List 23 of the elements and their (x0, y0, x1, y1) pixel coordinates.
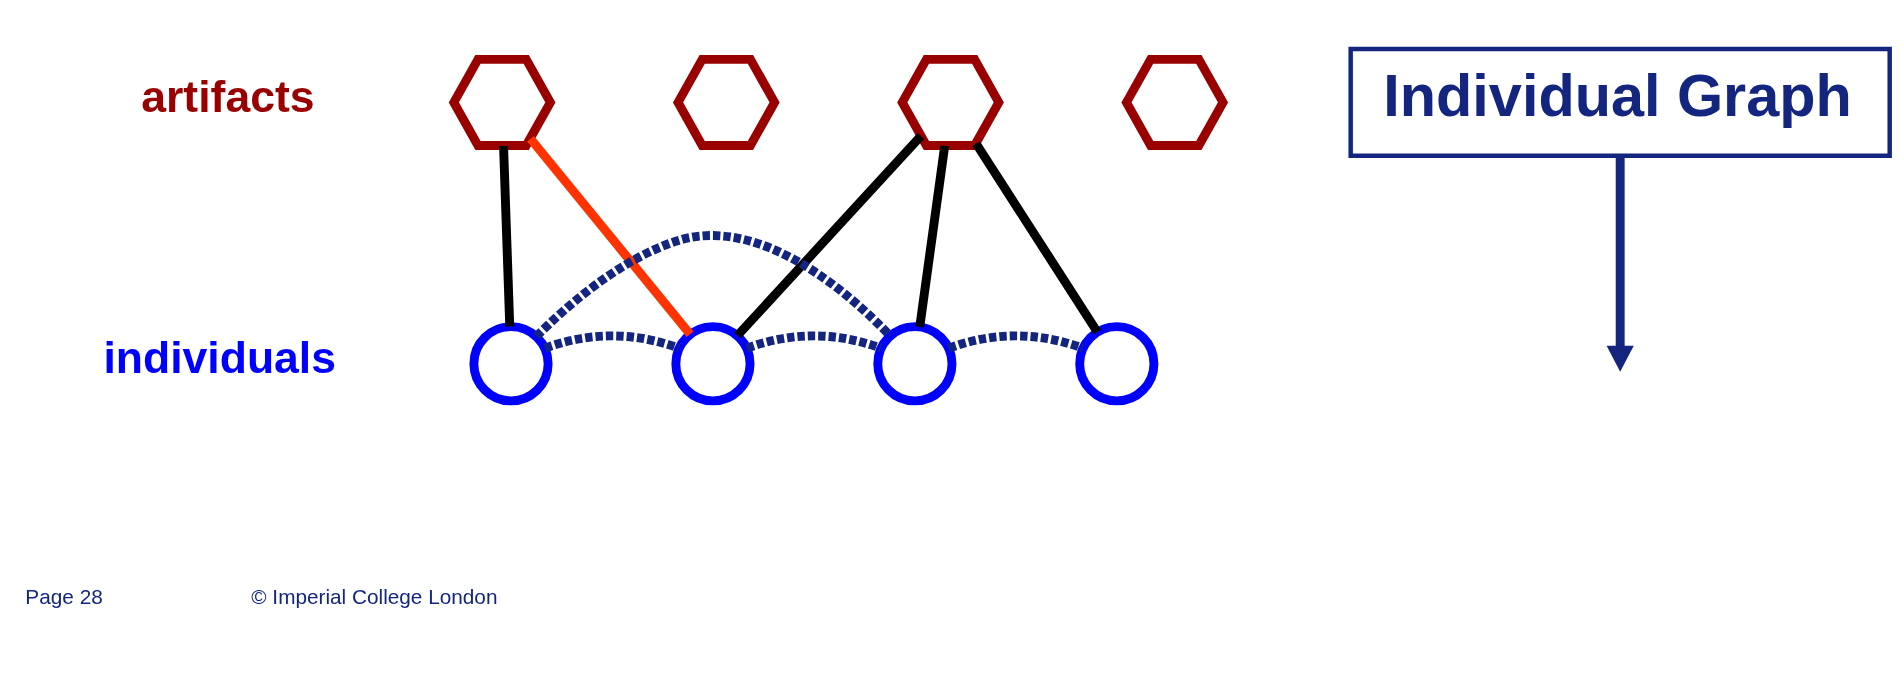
connector (734, 132, 925, 339)
label: © Imperial College London (251, 584, 498, 608)
connector (915, 144, 950, 327)
connector (972, 140, 1102, 334)
node-hexagon (448, 54, 556, 150)
connector (533, 230, 894, 340)
node-hexagon (672, 54, 780, 150)
node-box: Individual Graph (1348, 46, 1892, 158)
connector (527, 135, 694, 337)
node-circle (1075, 321, 1159, 405)
node-circle (671, 321, 755, 405)
arrow (1606, 155, 1634, 372)
connector (543, 330, 681, 352)
connector (947, 330, 1085, 352)
connector (745, 330, 883, 352)
label: individuals (103, 332, 336, 382)
node-hexagon (897, 54, 1004, 150)
connector (499, 145, 515, 327)
label: artifacts (141, 71, 315, 121)
node-circle (873, 321, 957, 405)
node-circle (469, 321, 553, 405)
node-hexagon (1121, 54, 1229, 150)
label: Page 28 (25, 584, 103, 608)
